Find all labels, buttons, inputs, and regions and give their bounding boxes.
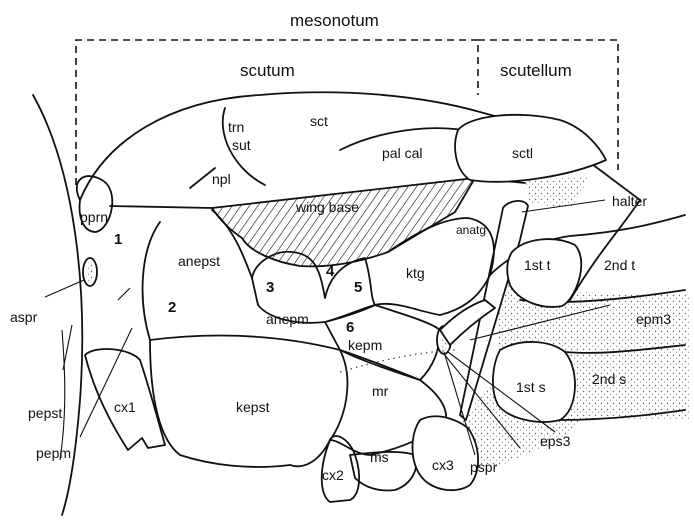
number-3: 3 [266, 279, 274, 296]
number-4: 4 [326, 263, 335, 280]
label-pprn: pprn [80, 209, 108, 225]
label-sut: sut [232, 137, 251, 153]
label-pspr: pspr [470, 459, 498, 475]
label-aspr: aspr [10, 309, 38, 325]
label-kepst: kepst [236, 399, 270, 415]
label-ktg: ktg [406, 265, 425, 281]
label-anepm: anepm [266, 311, 309, 327]
label-eps3: eps3 [540, 433, 571, 449]
label-cx2: cx2 [322, 467, 344, 483]
label-anatg: anatg [456, 223, 486, 237]
label-wing-base: wing base [295, 199, 359, 215]
cx3-shape [413, 416, 479, 490]
mesonotum-label: mesonotum [290, 11, 379, 30]
wing-base-region [212, 178, 475, 266]
label-ms: ms [370, 449, 389, 465]
aspr-spiracle-fill [86, 262, 94, 282]
label-sct: sct [310, 113, 328, 129]
dotted-suture [340, 350, 455, 372]
number-5: 5 [354, 279, 362, 296]
label-epm3: epm3 [636, 311, 671, 327]
label-first-s: 1st s [516, 379, 546, 395]
label-first-t: 1st t [524, 257, 551, 273]
label-kepm: kepm [348, 337, 382, 353]
label-mr: mr [372, 383, 389, 399]
number-1: 1 [114, 231, 122, 248]
label-second-s: 2nd s [592, 371, 626, 387]
label-sctl: sctl [512, 145, 533, 161]
number-6: 6 [346, 319, 354, 336]
label-second-t: 2nd t [604, 257, 635, 273]
label-cx1: cx1 [114, 399, 136, 415]
label-trn: trn [228, 119, 244, 135]
label-pal-cal: pal cal [382, 145, 422, 161]
label-pepst: pepst [28, 405, 62, 421]
scutellum-label: scutellum [500, 61, 572, 80]
scutum-label: scutum [240, 61, 295, 80]
label-pepm: pepm [36, 445, 71, 461]
label-cx3: cx3 [432, 457, 454, 473]
kepm-border [325, 305, 440, 380]
label-npl: npl [212, 171, 231, 187]
number-2: 2 [168, 299, 176, 316]
label-anepst: anepst [178, 253, 220, 269]
label-halter: halter [612, 193, 647, 209]
anterior-inner-line [60, 330, 65, 460]
